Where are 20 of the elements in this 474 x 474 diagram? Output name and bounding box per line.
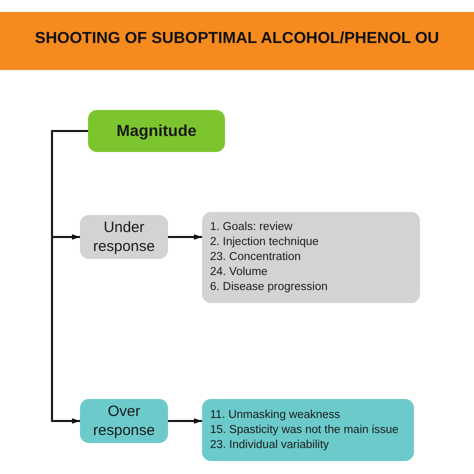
node-label: Over response: [92, 402, 156, 440]
node-label: Under response: [92, 218, 156, 256]
list-box: [202, 212, 420, 303]
list-item: 6. Disease progression: [210, 280, 329, 295]
process-box: [80, 215, 168, 259]
arrow: [51, 130, 88, 424]
list-item: 11. Unmasking weakness: [210, 408, 342, 422]
process-box: [88, 110, 225, 152]
title: SHOOTING OF SUBOPTIMAL ALCOHOL/PHENOL OU: [34, 30, 440, 48]
list-box: [202, 399, 414, 461]
list-item: 2. Injection technique: [210, 235, 320, 250]
arrow: [168, 418, 202, 424]
list-item: 24. Volume: [210, 265, 269, 280]
arrow: [168, 234, 202, 240]
process-box: [80, 399, 168, 443]
node-label: Magnitude: [116, 122, 196, 140]
list-item: 15. Spasticity was not the main issue: [210, 422, 400, 438]
list-item: 1. Goals: review: [210, 220, 294, 235]
list-item: 23. Individual variability: [210, 438, 330, 452]
list-item: 23. Concentration: [210, 250, 302, 265]
